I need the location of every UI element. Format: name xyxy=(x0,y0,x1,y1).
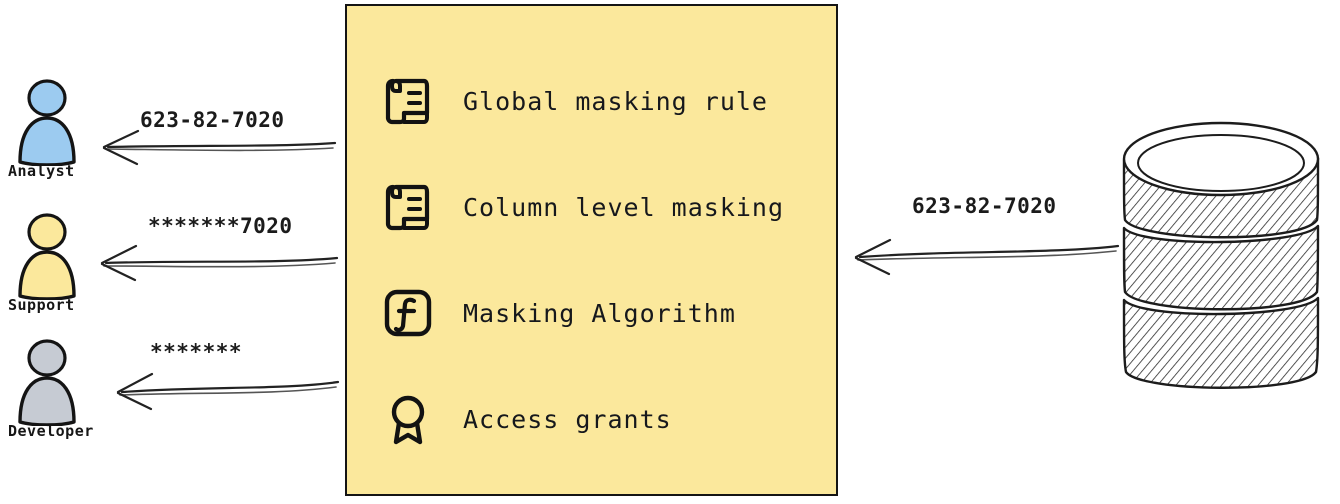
arrow-to-developer xyxy=(116,372,340,411)
arrow-label-support: *******7020 xyxy=(148,214,293,238)
arrow-database-to-panel xyxy=(854,238,1120,276)
list-item-label: Global masking rule xyxy=(463,86,768,116)
arrow-label-developer: ******* xyxy=(150,340,243,364)
list-item[interactable]: Access grants xyxy=(379,366,836,472)
person-icon xyxy=(10,78,84,167)
actor-label: Support xyxy=(8,296,75,314)
scroll-icon xyxy=(379,178,437,236)
arrow-to-support xyxy=(100,244,339,282)
database-cylinder-icon xyxy=(1122,121,1320,389)
actor-analyst[interactable]: Analyst xyxy=(2,78,122,180)
list-item-label: Column level masking xyxy=(463,192,785,222)
scroll-icon xyxy=(379,72,437,130)
actor-label: Analyst xyxy=(8,162,75,180)
policy-list: Global masking rule Column level masking xyxy=(347,6,836,494)
masking-policy-panel: Global masking rule Column level masking xyxy=(345,4,838,496)
function-icon xyxy=(379,284,437,342)
arrow-label-analyst: 623-82-7020 xyxy=(140,108,285,132)
person-icon xyxy=(10,212,84,301)
list-item-label: Access grants xyxy=(463,404,672,434)
actor-support[interactable]: Support xyxy=(2,212,122,314)
list-item[interactable]: Column level masking xyxy=(379,154,836,260)
person-icon xyxy=(10,338,84,427)
arrow-to-analyst xyxy=(102,129,337,166)
list-item[interactable]: Masking Algorithm xyxy=(379,260,836,366)
arrow-label-database: 623-82-7020 xyxy=(912,194,1057,218)
actor-label: Developer xyxy=(8,422,94,440)
award-icon xyxy=(379,390,437,448)
list-item[interactable]: Global masking rule xyxy=(379,48,836,154)
list-item-label: Masking Algorithm xyxy=(463,298,736,328)
actor-developer[interactable]: Developer xyxy=(2,338,122,440)
